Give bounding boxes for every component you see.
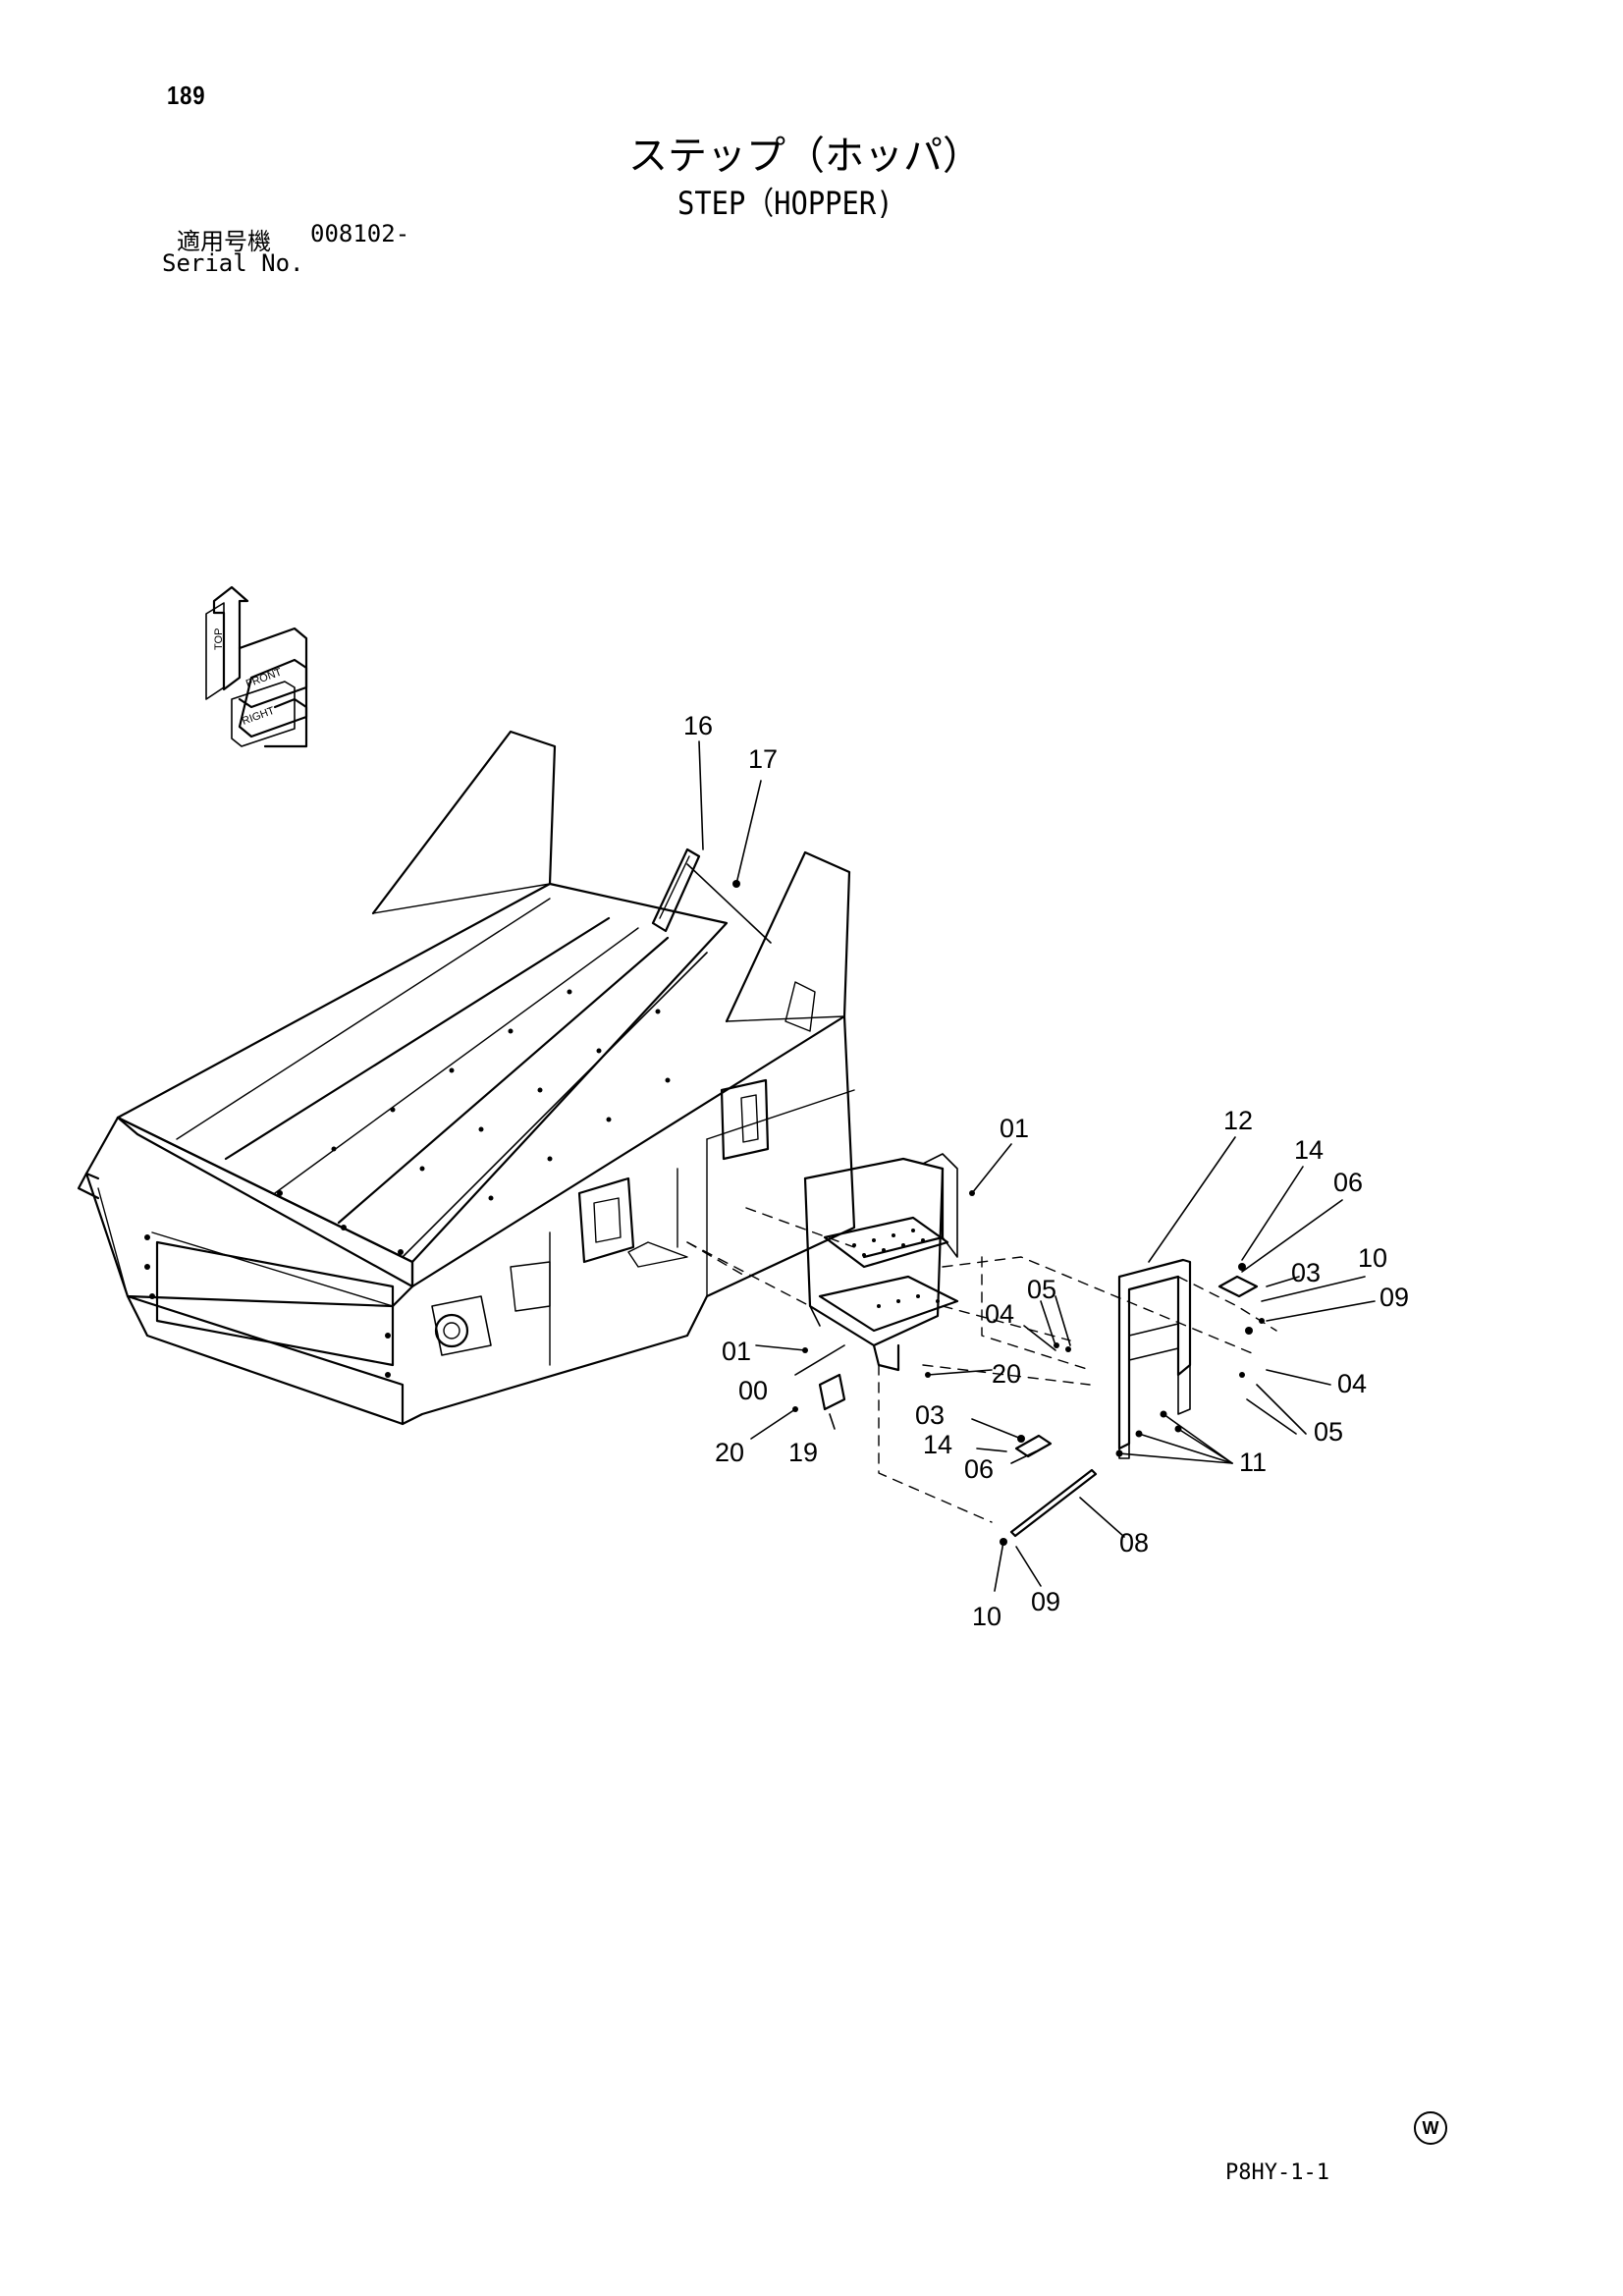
title-japanese: ステップ（ホッパ） <box>628 134 982 179</box>
callout-04-upper: 04 <box>985 1299 1014 1329</box>
compass-label-front: FRONT <box>244 666 284 689</box>
maker-logo-icon: W <box>1414 2111 1447 2145</box>
callout-labels: 16 17 01 12 14 06 03 10 09 05 04 01 00 2… <box>683 711 1409 1631</box>
callout-01-top: 01 <box>1000 1114 1029 1143</box>
handrail-part-16 <box>651 847 701 933</box>
pin-part-03-upper <box>1217 1275 1259 1298</box>
rod-part-08 <box>1009 1468 1098 1538</box>
callout-04-right: 04 <box>1337 1369 1367 1398</box>
compass-label-right: RIGHT <box>241 705 277 728</box>
callout-20-middle: 20 <box>992 1359 1021 1389</box>
callout-09-top: 09 <box>1380 1283 1409 1312</box>
callout-09-bottom: 09 <box>1031 1587 1060 1616</box>
callout-05-upper: 05 <box>1027 1275 1056 1304</box>
ladder-part-12 <box>1117 1258 1192 1459</box>
pin-part-03-lower <box>1014 1434 1053 1458</box>
hardware-dots <box>732 880 1265 1546</box>
deck-bolts <box>144 989 671 1378</box>
callout-05-right: 05 <box>1314 1417 1343 1447</box>
step-frame-part-00 <box>803 1153 959 1372</box>
callout-leader-lines <box>686 740 1376 1592</box>
serial-label-japanese: 適用号機 <box>177 228 271 255</box>
callout-01-left: 01 <box>722 1337 751 1366</box>
callout-10-top: 10 <box>1358 1243 1387 1273</box>
step-tread-pattern <box>852 1229 940 1308</box>
callout-14-top: 14 <box>1294 1135 1324 1165</box>
callout-03-lower: 03 <box>915 1400 945 1430</box>
callout-06-lower: 06 <box>964 1454 994 1484</box>
callout-08: 08 <box>1119 1528 1149 1558</box>
callout-20-left: 20 <box>715 1438 744 1467</box>
callout-11: 11 <box>1239 1448 1267 1477</box>
callout-12: 12 <box>1223 1106 1253 1135</box>
callout-06-top: 06 <box>1333 1168 1363 1197</box>
compass-label-top: TOP <box>213 629 225 650</box>
callout-17: 17 <box>748 744 778 774</box>
hopper-assembly <box>77 730 856 1426</box>
title-english: STEP（HOPPER) <box>677 185 893 222</box>
assembly-phantom-lines <box>686 1207 1277 1523</box>
callout-00: 00 <box>738 1376 768 1405</box>
callout-03-top: 03 <box>1291 1258 1321 1287</box>
page-number: 189 <box>167 81 206 110</box>
callout-10-bottom: 10 <box>972 1602 1001 1631</box>
drawing-reference-code: P8HY-1-1 <box>1225 2160 1329 2185</box>
callout-19: 19 <box>788 1438 818 1467</box>
serial-label-english: Serial No. <box>162 249 304 277</box>
bracket-part-19 <box>818 1373 846 1411</box>
callout-16: 16 <box>683 711 713 740</box>
callout-14-lower: 14 <box>923 1430 952 1459</box>
serial-number-value: 008102- <box>310 220 410 247</box>
orientation-compass-icon: TOP FRONT RIGHT <box>205 585 308 748</box>
